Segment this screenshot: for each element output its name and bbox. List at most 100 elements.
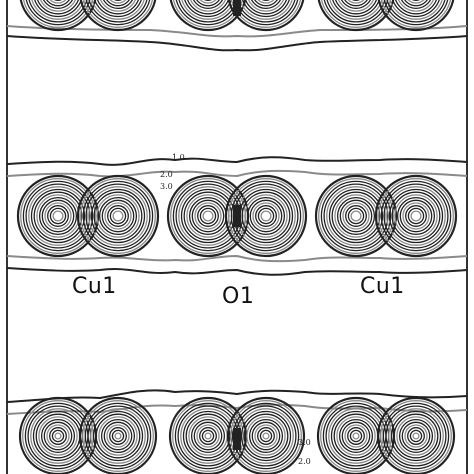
contour-ring — [398, 418, 434, 454]
contour-ring — [199, 0, 217, 4]
contour-ring — [405, 205, 427, 227]
contour-ring — [46, 424, 70, 448]
contour-ring — [341, 421, 371, 451]
contour-ring — [249, 199, 283, 233]
contour-ring — [47, 205, 69, 227]
contour-ring — [342, 202, 370, 230]
contour-ring — [386, 186, 446, 246]
contour-ring — [78, 396, 158, 474]
contour-ring — [349, 429, 363, 443]
contour-ring — [183, 191, 233, 241]
contour-ring — [35, 413, 81, 459]
contour-ring — [380, 0, 452, 28]
atom-label-o1: O1 — [222, 284, 255, 309]
bond-marker-bottom — [233, 428, 241, 450]
contour-ring — [382, 402, 450, 470]
contour-ring — [347, 207, 365, 225]
contour-ring — [98, 416, 138, 456]
contour-ring — [224, 174, 308, 258]
contour-ring — [90, 188, 146, 244]
contour-ring — [401, 421, 431, 451]
contour-ring — [399, 199, 433, 233]
contour-ring — [49, 207, 67, 225]
contour-ring — [404, 424, 428, 448]
contour-ring — [242, 0, 290, 18]
contour-ring — [389, 0, 443, 20]
contour-ring — [85, 0, 151, 26]
contour-ring — [407, 0, 425, 4]
contour-ring — [336, 416, 376, 456]
contour-ring — [25, 183, 91, 249]
contour-ring — [80, 178, 156, 254]
contour-ring — [395, 0, 437, 15]
contour-ring — [385, 405, 447, 467]
contour-ring — [241, 191, 291, 241]
contour-ring — [82, 180, 154, 252]
contour-ring — [378, 178, 454, 254]
contour-ring — [347, 427, 365, 445]
contour-ring — [182, 410, 234, 462]
contour-ring — [336, 196, 376, 236]
contour-ring — [260, 210, 272, 222]
contour-ring — [49, 0, 67, 4]
contour-ring — [326, 0, 386, 23]
contour-ring — [49, 427, 67, 445]
atom-rings-middle-6 — [374, 174, 458, 258]
contour-ring — [196, 424, 220, 448]
contour-ring — [410, 210, 422, 222]
contour-ring — [320, 180, 392, 252]
contour-ring — [92, 410, 144, 462]
contour-ring — [82, 400, 154, 472]
contour-ring — [376, 396, 456, 474]
contour-ring — [79, 0, 157, 32]
contour-ring — [197, 205, 219, 227]
contour-ring — [22, 0, 94, 28]
contour-ring — [54, 432, 62, 440]
contour-ring — [393, 413, 439, 459]
contour-ring — [16, 174, 100, 258]
contour-ring — [255, 205, 277, 227]
contour-ring — [193, 421, 223, 451]
contour-ring — [317, 0, 395, 32]
contour-ring — [326, 186, 386, 246]
contour-ring — [334, 194, 378, 238]
contour-ring — [40, 418, 76, 454]
contour-ring — [32, 410, 84, 462]
contour-ring — [196, 0, 220, 7]
contour-ring — [172, 400, 244, 472]
contour-ring — [250, 0, 282, 10]
contour-ring — [388, 188, 444, 244]
contour-label-bottom-2: 2.0 — [298, 457, 311, 466]
contour-ring — [328, 188, 384, 244]
contour-label-bottom-3: 3.0 — [298, 438, 311, 447]
contour-ring — [187, 0, 229, 15]
contour-ring — [347, 0, 365, 4]
contour-ring — [396, 416, 436, 456]
contour-ring — [111, 429, 125, 443]
contour-band-middle — [6, 156, 468, 276]
contour-ring — [333, 413, 379, 459]
contour-ring — [93, 191, 143, 241]
contour-ring — [244, 194, 288, 238]
contour-ring — [31, 0, 85, 20]
contour-ring — [38, 196, 78, 236]
contour-ring — [412, 432, 420, 440]
contour-ring — [25, 0, 91, 26]
contour-ring — [262, 432, 270, 440]
contour-ring — [252, 202, 280, 230]
contour-ring — [82, 0, 154, 28]
atom-rings-top-5 — [317, 0, 395, 32]
contour-ring — [248, 418, 284, 454]
contour-label-2: 2.0 — [160, 170, 173, 179]
contour-ring — [338, 418, 374, 454]
contour-ring — [230, 180, 302, 252]
contour-label-1: 1.0 — [172, 153, 185, 162]
contour-ring — [251, 421, 281, 451]
contour-ring — [199, 427, 217, 445]
contour-ring — [383, 183, 449, 249]
atom-rings-top-2 — [79, 0, 157, 32]
contour-ring — [332, 0, 380, 18]
contour-ring — [247, 0, 285, 12]
contour-ring — [42, 0, 74, 10]
contour-ring — [407, 207, 425, 225]
